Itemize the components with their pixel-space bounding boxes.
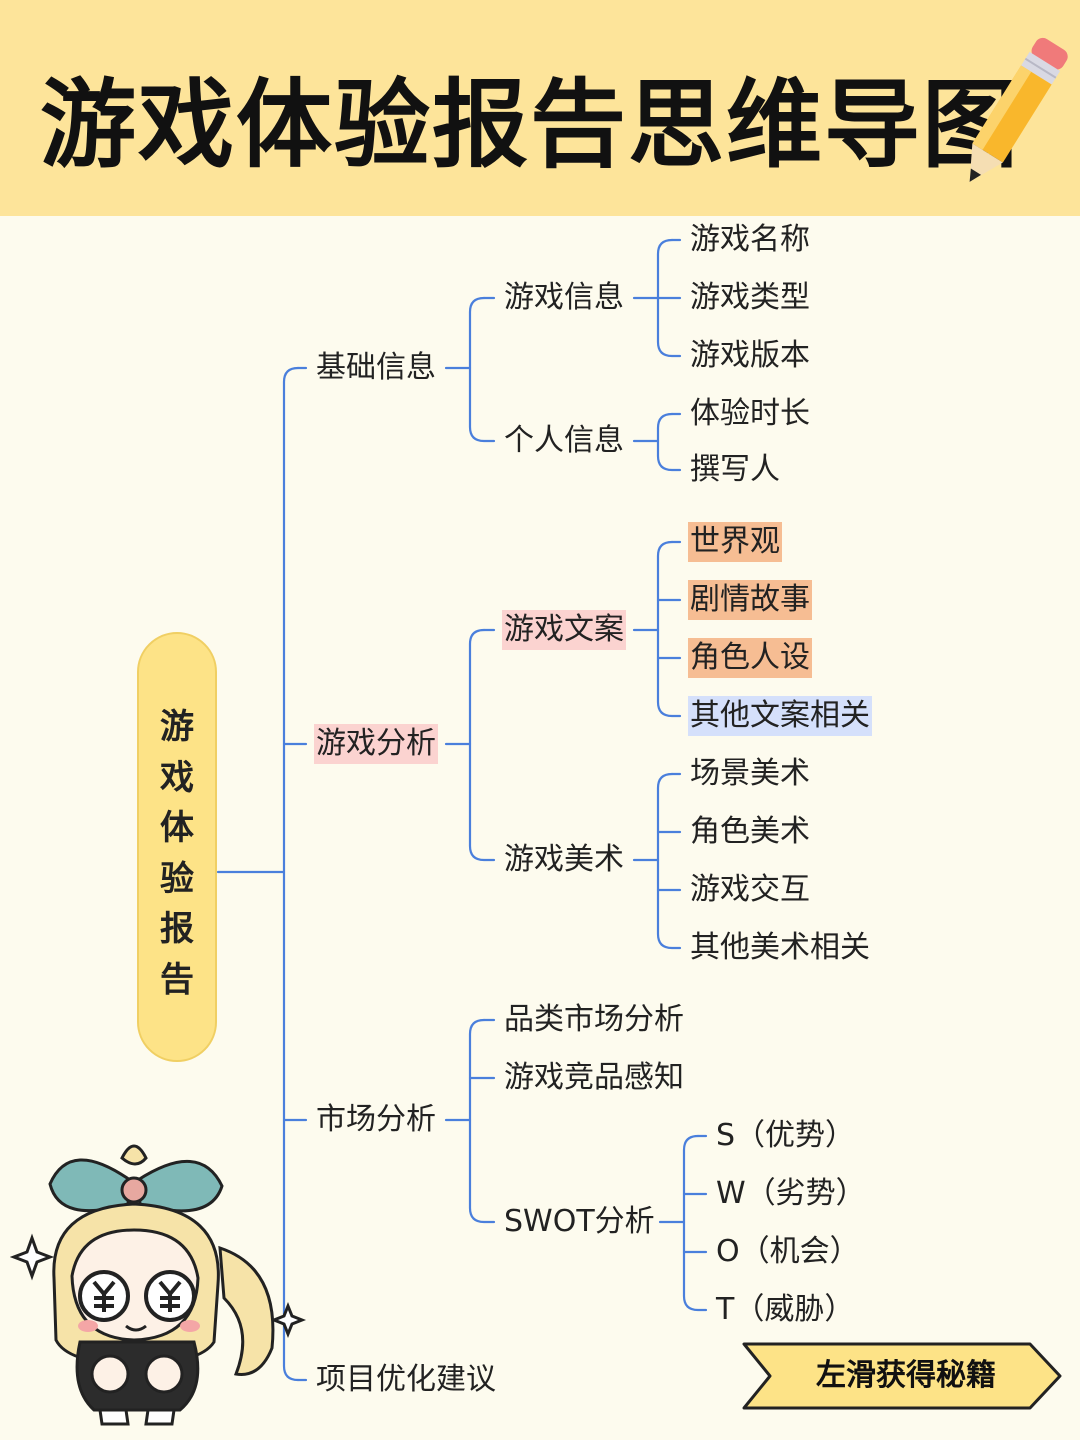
root-node: 游 戏 体 验 报 告 [137, 632, 217, 1062]
node-game-info: 游戏信息 [504, 280, 624, 315]
leaf-other-art: 其他美术相关 [690, 930, 870, 965]
node-basic-info: 基础信息 [316, 350, 436, 385]
leaf-swot-s: S（优势） [716, 1118, 856, 1153]
leaf-game-type: 游戏类型 [690, 280, 810, 315]
node-competitor-perception: 游戏竞品感知 [504, 1060, 684, 1095]
leaf-swot-t: T（威胁） [716, 1292, 855, 1327]
mascot-illustration [10, 1144, 307, 1426]
leaf-character-art: 角色美术 [690, 814, 810, 849]
swipe-cta-banner[interactable] [740, 1340, 1064, 1412]
node-game-copywriting: 游戏文案 [502, 610, 626, 650]
leaf-game-version: 游戏版本 [690, 338, 810, 373]
leaf-author: 撰写人 [690, 452, 780, 487]
node-personal-info: 个人信息 [504, 423, 624, 458]
header-banner [0, 0, 1080, 216]
node-project-optimization: 项目优化建议 [316, 1362, 496, 1397]
node-market-analysis: 市场分析 [316, 1102, 436, 1137]
swipe-cta-label: 左滑获得秘籍 [816, 1358, 996, 1393]
page-title: 游戏体验报告思维导图 [40, 69, 1020, 181]
node-swot: SWOT分析 [504, 1204, 655, 1239]
node-game-art: 游戏美术 [504, 842, 624, 877]
leaf-swot-o: O（机会） [716, 1234, 860, 1269]
leaf-story: 剧情故事 [688, 580, 812, 620]
node-category-market: 品类市场分析 [504, 1002, 684, 1037]
node-game-analysis: 游戏分析 [314, 724, 438, 764]
leaf-other-copywriting: 其他文案相关 [688, 696, 872, 736]
leaf-worldview: 世界观 [688, 522, 782, 562]
leaf-character-setting: 角色人设 [688, 638, 812, 678]
pencil-icon [969, 37, 1068, 182]
root-node-label: 游 戏 体 验 报 告 [160, 707, 194, 1000]
leaf-play-duration: 体验时长 [690, 396, 810, 431]
leaf-scene-art: 场景美术 [690, 756, 810, 791]
leaf-game-interaction: 游戏交互 [690, 872, 810, 907]
leaf-swot-w: W（劣势） [716, 1176, 866, 1211]
leaf-game-name: 游戏名称 [690, 222, 810, 257]
